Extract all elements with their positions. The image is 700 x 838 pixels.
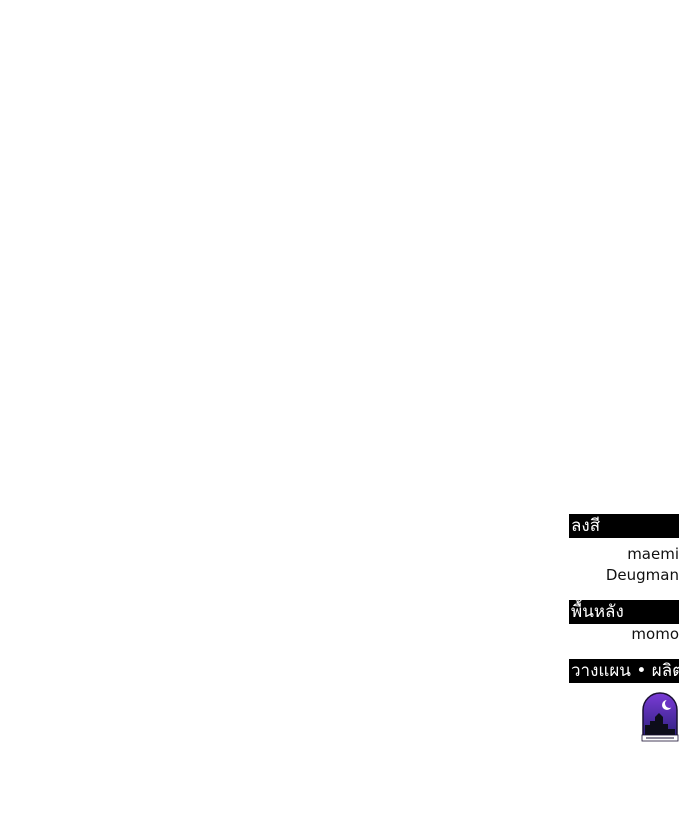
credits-block: ลงสี maemi Deugman พื้นหลัง momo วางแผน … [569,514,679,743]
background-artist-name: momo [631,625,679,643]
production-role-bar: วางแผน • ผลิต [569,659,679,683]
background-role-bar: พื้นหลัง [569,600,679,624]
moon-arch-studio-logo-icon [641,692,679,742]
studio-logo-wrapper [569,691,679,743]
colorist-role-bar: ลงสี [569,514,679,538]
colorist-name: maemi [627,545,679,563]
colorist-name: Deugman [605,566,679,584]
